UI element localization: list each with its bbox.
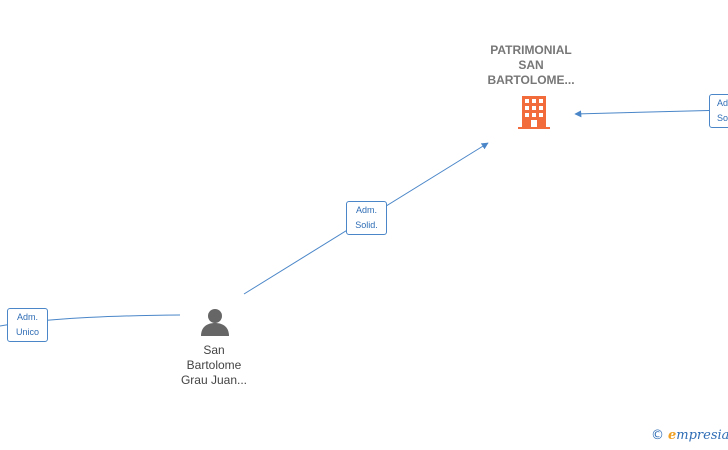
edge-role-line1: Adm.	[717, 98, 728, 108]
edge-right-to-company	[574, 109, 728, 118]
building-icon[interactable]	[518, 96, 550, 129]
brand-name: mpresia	[676, 428, 728, 443]
edge-role-line2: Solid.	[355, 220, 378, 230]
edge-role-line1: Adm.	[355, 205, 377, 215]
company-name[interactable]: PATRIMONIAL SAN BARTOLOME...	[487, 43, 575, 87]
edge-role-line2: Unico	[15, 327, 39, 337]
edge-role-line2: Solid.	[717, 113, 728, 123]
edge-role-line1: Adm.	[16, 312, 38, 322]
copyright-symbol: ©	[651, 428, 664, 443]
person-name[interactable]: San Bartolome Grau Juan...	[180, 343, 248, 387]
brand-e: e	[668, 428, 677, 443]
brand-watermark: © empresia	[651, 428, 728, 443]
edge-label-person-to-company[interactable]: Adm. Solid.	[346, 201, 387, 235]
person-icon[interactable]	[201, 309, 229, 336]
edge-label-right-to-company[interactable]: Adm. Solid.	[709, 94, 728, 128]
edge-label-left-to-person[interactable]: Adm. Unico	[7, 308, 48, 342]
